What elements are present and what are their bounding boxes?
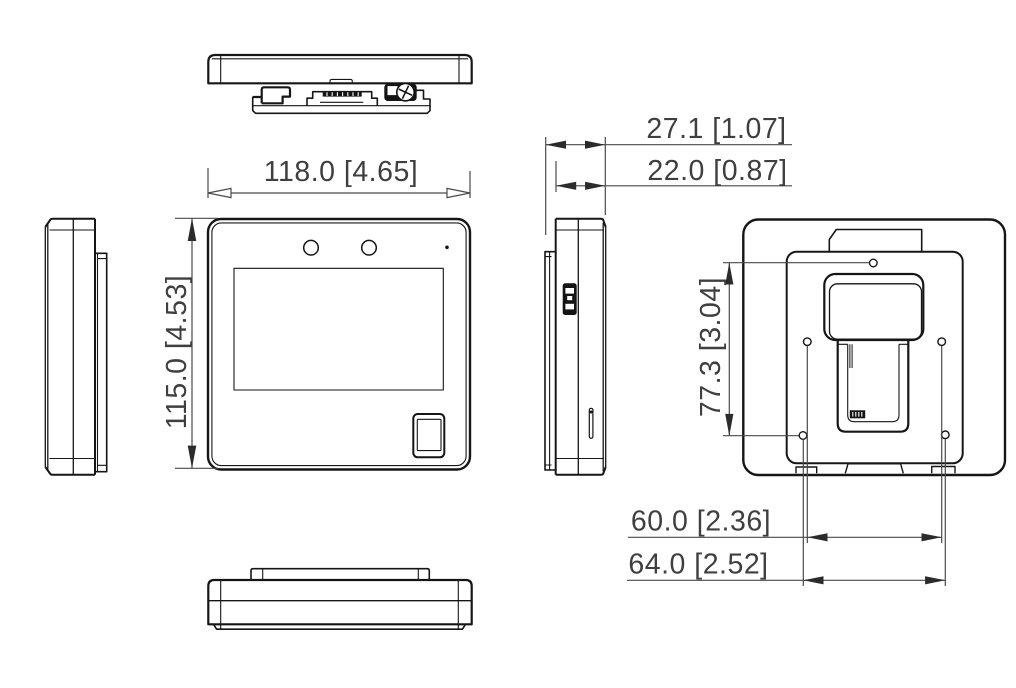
dimension-mount-span-middle: 60.0 [2.36] xyxy=(628,346,943,543)
left-view-mount-plate xyxy=(95,252,108,473)
usb-port-icon xyxy=(562,283,577,315)
right-side-view xyxy=(544,217,607,476)
arrowhead-icon xyxy=(921,533,942,542)
arrowhead-icon xyxy=(585,181,606,190)
arrowhead-icon xyxy=(187,218,197,241)
side-slot xyxy=(588,407,594,439)
dim-label-front-height: 115.0 [4.53] xyxy=(161,275,193,429)
dimension-depth-overall: 27.1 [1.07] xyxy=(545,113,792,235)
arrowhead-icon xyxy=(585,140,606,149)
dim-label-depth-overall: 27.1 [1.07] xyxy=(646,113,786,145)
top-latch-tab xyxy=(329,78,353,84)
dimension-mount-vertical: 77.3 [3.04] xyxy=(695,262,870,437)
dim-label-front-width: 118.0 [4.65] xyxy=(264,156,418,188)
back-bottom-center-tab xyxy=(844,463,904,474)
dim-label-depth-body: 22.0 [0.87] xyxy=(647,155,787,187)
top-left-clip xyxy=(252,86,292,105)
mount-hole-mid-right xyxy=(937,337,947,347)
arrowhead-icon xyxy=(207,187,232,199)
mount-hole-mid-left xyxy=(802,337,812,347)
top-screw xyxy=(384,82,417,102)
mount-hole-top xyxy=(868,258,878,268)
terminal-connector-icon xyxy=(849,410,866,419)
right-view-mount-plate xyxy=(544,250,556,471)
arrowhead-icon xyxy=(725,413,734,436)
arrowhead-icon xyxy=(545,140,566,149)
arrowhead-icon xyxy=(725,262,734,285)
back-bottom-right-tab xyxy=(931,465,956,474)
camera-icon xyxy=(360,239,378,256)
bottom-view xyxy=(207,567,473,630)
dimension-front-width: 118.0 [4.65] xyxy=(207,156,471,199)
mount-hole-low-right xyxy=(940,430,950,440)
back-bottom-left-tab xyxy=(795,466,818,474)
arrowhead-icon xyxy=(925,576,946,585)
back-top-tab xyxy=(828,228,923,252)
arrowhead-icon xyxy=(803,576,824,585)
arrowhead-icon xyxy=(446,187,471,199)
arrowhead-icon xyxy=(187,445,197,469)
camera-icon xyxy=(302,239,320,256)
fingerprint-reader xyxy=(412,413,446,459)
dimension-depth-body: 22.0 [0.87] xyxy=(555,155,792,192)
cable-bracket xyxy=(823,272,925,433)
arrowhead-icon xyxy=(807,533,828,542)
left-side-view xyxy=(44,217,108,476)
bottom-plate-tab xyxy=(250,567,431,580)
mount-holes xyxy=(798,258,950,441)
screen xyxy=(233,267,444,391)
top-connector xyxy=(306,90,379,106)
mount-hole-low-left xyxy=(798,431,808,441)
mic-hole-icon xyxy=(445,245,449,250)
dim-label-mount-vertical: 77.3 [3.04] xyxy=(695,277,727,417)
dimension-mount-span-lower: 64.0 [2.52] xyxy=(627,438,946,586)
dimension-front-height: 115.0 [4.53] xyxy=(161,217,218,469)
arrowhead-icon xyxy=(556,181,577,190)
back-view xyxy=(742,218,1007,477)
top-view xyxy=(207,53,473,115)
dim-label-mount-span-middle: 60.0 [2.36] xyxy=(631,506,771,538)
dim-label-mount-span-lower: 64.0 [2.52] xyxy=(628,549,768,581)
front-view xyxy=(206,217,472,471)
